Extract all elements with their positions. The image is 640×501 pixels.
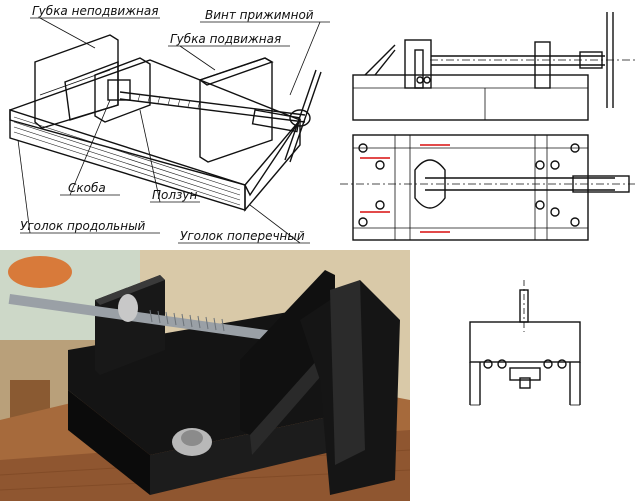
label-clamp-screw: Винт прижимной xyxy=(205,8,314,22)
orthographic-views-panel xyxy=(335,0,640,250)
flower-pot xyxy=(8,256,72,288)
plan-view xyxy=(340,134,635,241)
end-view-panel xyxy=(410,250,640,501)
vise-photo-panel xyxy=(0,250,410,501)
isometric-sketch-panel: Губка неподвижная Винт прижимной Губка п… xyxy=(0,0,335,250)
isometric-sketch: Губка неподвижная Винт прижимной Губка п… xyxy=(9,4,330,244)
photo-nut xyxy=(172,428,212,456)
bracket-shape xyxy=(94,57,151,123)
label-bracket: Скоба xyxy=(68,181,106,195)
label-cross-angle: Уголок поперечный xyxy=(180,229,305,243)
orthographic-drawing xyxy=(340,12,635,241)
vise-photo xyxy=(0,250,410,501)
label-slider: Ползун xyxy=(152,188,198,202)
fixed-jaw-shape xyxy=(34,34,119,129)
photo-movable-jaw xyxy=(240,270,335,435)
label-long-angle: Уголок продольный xyxy=(20,219,146,233)
photo-screw xyxy=(8,294,288,343)
end-view xyxy=(469,280,581,406)
label-fixed-jaw: Губка неподвижная xyxy=(32,4,158,18)
screw-shape xyxy=(119,91,311,127)
label-movable-jaw: Губка подвижная xyxy=(170,32,281,46)
handle-shape xyxy=(251,69,322,163)
movable-jaw-shape xyxy=(198,57,274,163)
end-view-drawing xyxy=(469,280,581,406)
side-view xyxy=(352,12,635,121)
base-frame xyxy=(9,59,302,212)
leader-lines xyxy=(17,17,330,244)
